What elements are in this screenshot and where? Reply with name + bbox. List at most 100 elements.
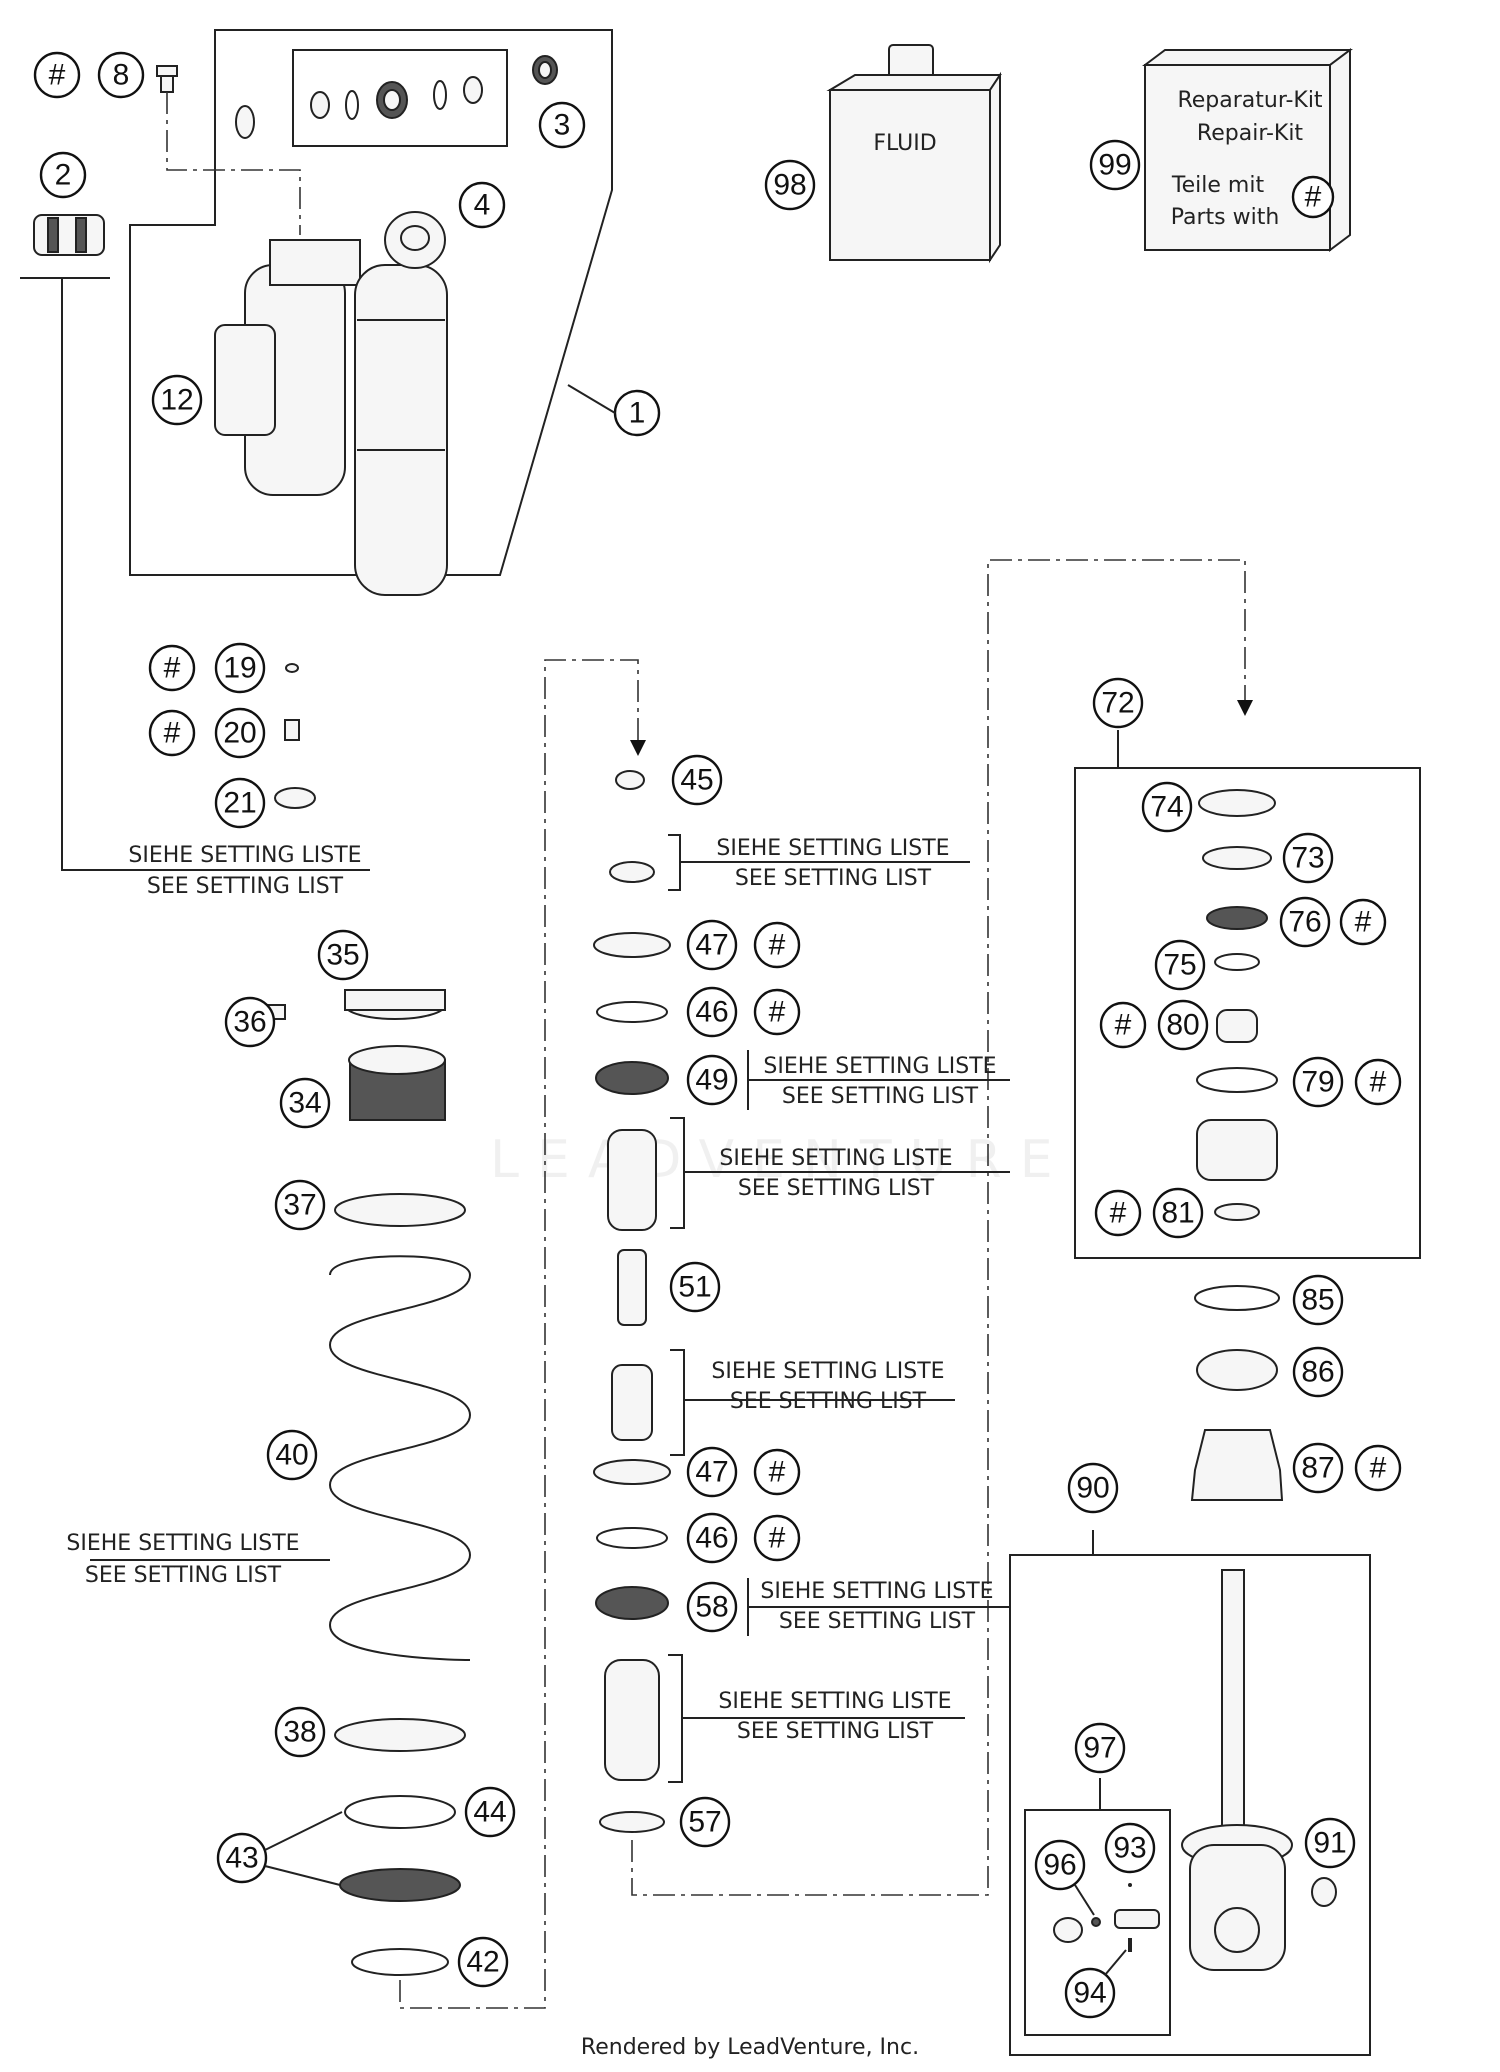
svg-text:72: 72 (1101, 687, 1134, 720)
callout-75: 75 (1154, 939, 1206, 991)
svg-text:85: 85 (1301, 1284, 1334, 1317)
callout-72: 72 (1092, 677, 1144, 729)
svg-text:43: 43 (225, 1842, 258, 1875)
svg-text:SIEHE SETTING LISTE: SIEHE SETTING LISTE (66, 1531, 299, 1556)
callout-hash-20: # (148, 709, 196, 757)
callout-47a: 47 (686, 919, 738, 971)
svg-text:#: # (1110, 1197, 1127, 1230)
svg-text:98: 98 (773, 169, 806, 202)
svg-text:86: 86 (1301, 1356, 1334, 1389)
svg-text:SEE SETTING LIST: SEE SETTING LIST (147, 874, 344, 899)
callout-47b: 47 (686, 1446, 738, 1498)
callout-hash-19: # (148, 644, 196, 692)
svg-text:49: 49 (695, 1064, 728, 1097)
credit-footer: Rendered by LeadVenture, Inc. (580, 2035, 920, 2060)
callout-91: 91 (1304, 1817, 1356, 1869)
svg-text:45: 45 (680, 764, 713, 797)
callout-49: 49 (686, 1054, 738, 1106)
repair-kit-box: Reparatur-Kit Repair-Kit Teile mit Parts… (1142, 48, 1353, 252)
spring-assembly-parts (234, 989, 472, 1976)
svg-text:SEE SETTING LIST: SEE SETTING LIST (735, 866, 932, 891)
part-2-valve (20, 214, 110, 279)
part-3-bushing (532, 55, 558, 85)
svg-text:SEE SETTING LIST: SEE SETTING LIST (737, 1719, 934, 1744)
svg-text:51: 51 (678, 1271, 711, 1304)
fluid-label: FLUID (873, 131, 936, 156)
callout-12: 12 (151, 374, 203, 426)
leader-43b (264, 1865, 341, 1886)
svg-text:#: # (49, 59, 66, 92)
svg-text:74: 74 (1150, 791, 1183, 824)
repair-kit-line2: Repair-Kit (1197, 121, 1304, 146)
callout-94: 94 (1064, 1967, 1116, 2019)
callout-hash-46a: # (753, 988, 801, 1036)
callout-35: 35 (317, 929, 369, 981)
svg-text:76: 76 (1288, 906, 1321, 939)
leader-8 (166, 92, 301, 235)
svg-text:2: 2 (55, 159, 72, 192)
callout-90: 90 (1067, 1462, 1119, 1514)
callout-73: 73 (1282, 832, 1334, 884)
svg-text:#: # (1115, 1009, 1132, 1042)
callout-58: 58 (686, 1581, 738, 1633)
svg-text:20: 20 (223, 717, 256, 750)
svg-text:44: 44 (473, 1796, 506, 1829)
lower-seal-parts (1190, 1285, 1284, 1501)
svg-text:21: 21 (223, 787, 256, 820)
svg-text:SIEHE SETTING LISTE: SIEHE SETTING LISTE (128, 843, 361, 868)
callout-3: 3 (538, 101, 586, 149)
part-19 (285, 663, 299, 673)
svg-text:#: # (769, 996, 786, 1029)
leader-43a (264, 1811, 343, 1851)
svg-text:46: 46 (695, 1522, 728, 1555)
svg-text:75: 75 (1163, 949, 1196, 982)
svg-text:46: 46 (695, 996, 728, 1029)
leader-94 (1104, 1949, 1127, 1976)
callout-43: 43 (216, 1832, 268, 1884)
svg-text:SEE SETTING LIST: SEE SETTING LIST (85, 1563, 282, 1588)
center-stack-parts (593, 770, 671, 1833)
svg-text:SEE SETTING LIST: SEE SETTING LIST (738, 1176, 935, 1201)
svg-text:81: 81 (1161, 1197, 1194, 1230)
svg-text:42: 42 (466, 1946, 499, 1979)
svg-text:SIEHE SETTING LISTE: SIEHE SETTING LISTE (719, 1146, 952, 1171)
shock-body (214, 211, 448, 596)
svg-text:#: # (164, 652, 181, 685)
assembly-outline (129, 29, 613, 576)
svg-text:12: 12 (160, 384, 193, 417)
callout-46a: 46 (686, 986, 738, 1038)
callout-79: 79 (1292, 1056, 1344, 1108)
svg-text:90: 90 (1076, 1472, 1109, 1505)
callout-98: 98 (764, 159, 816, 211)
callout-96: 96 (1034, 1839, 1086, 1891)
fluid-bottle: FLUID (826, 44, 1002, 264)
note-center-1: SIEHE SETTING LISTE SEE SETTING LIST (716, 836, 949, 891)
seal-kit-parts (310, 76, 483, 120)
shaft-eye (1181, 1569, 1337, 1971)
svg-text:SIEHE SETTING LISTE: SIEHE SETTING LISTE (711, 1359, 944, 1384)
svg-text:35: 35 (326, 939, 359, 972)
arrow-down-left (630, 740, 646, 756)
callout-99: 99 (1089, 139, 1141, 191)
callout-repair-hash: # (1291, 175, 1335, 219)
callout-51: 51 (669, 1261, 721, 1313)
svg-text:36: 36 (233, 1006, 266, 1039)
callout-36: 36 (224, 996, 276, 1048)
callout-81: 81 (1152, 1187, 1204, 1239)
kit-4-box (292, 49, 508, 147)
note-left-setting: SIEHE SETTING LISTE SEE SETTING LIST (128, 843, 361, 899)
repair-kit-line3: Teile mit (1171, 173, 1265, 198)
svg-text:#: # (1370, 1066, 1387, 1099)
svg-text:SEE SETTING LIST: SEE SETTING LIST (782, 1084, 979, 1109)
svg-text:#: # (1355, 906, 1372, 939)
group-72-parts (1196, 789, 1278, 1221)
svg-text:58: 58 (695, 1591, 728, 1624)
svg-text:91: 91 (1313, 1827, 1346, 1860)
svg-text:1: 1 (629, 397, 646, 430)
callout-hash-46b: # (753, 1514, 801, 1562)
svg-text:#: # (769, 1456, 786, 1489)
callout-46b: 46 (686, 1512, 738, 1564)
note-center-4: SIEHE SETTING LISTE SEE SETTING LIST (718, 1689, 951, 1744)
leader-2 (61, 278, 370, 871)
